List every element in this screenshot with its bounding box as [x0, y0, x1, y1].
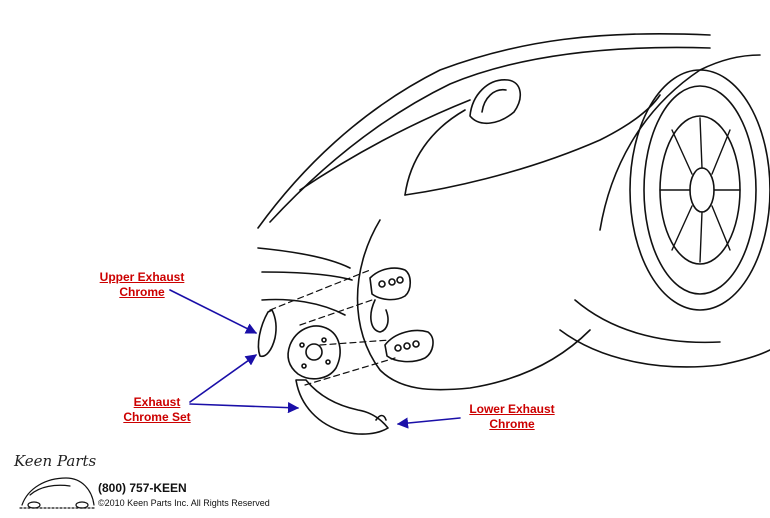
body-roof-line — [257, 32, 711, 229]
flange-hole — [321, 337, 327, 343]
lower-bracket — [384, 329, 434, 363]
body-roof-line-inner — [269, 46, 711, 223]
upper-bracket — [369, 267, 412, 301]
label-exhaust-chrome-set: Exhaust Chrome Set — [112, 395, 202, 425]
wheel-hub — [689, 167, 715, 213]
wheel-spokes — [659, 117, 741, 263]
bracket-bolt — [378, 280, 386, 288]
label-line: Chrome — [119, 285, 165, 299]
wheel-arch-lower — [559, 329, 770, 368]
lower-exhaust-tip — [375, 414, 387, 421]
flange-hole — [301, 363, 307, 369]
tire-outer — [629, 69, 770, 311]
label-line: Chrome Set — [123, 410, 191, 424]
quarter-panel-line — [404, 94, 661, 196]
flange-hole — [325, 359, 331, 365]
copyright-notice: ©2010 Keen Parts Inc. All Rights Reserve… — [98, 498, 270, 508]
label-line: Exhaust — [133, 395, 181, 409]
callout-arrows — [169, 289, 461, 429]
exhaust-flange-part — [287, 325, 341, 380]
keen-parts-logo-car — [19, 477, 97, 509]
lower-exhaust-chrome-part — [295, 379, 389, 435]
bracket-bolt — [396, 276, 404, 284]
wheel-arch-inner — [574, 299, 721, 344]
lower-body-line — [257, 247, 351, 269]
fender-crease — [299, 99, 471, 191]
side-vent-inner — [481, 88, 507, 113]
keen-parts-logo-text: Keen Parts — [14, 452, 97, 470]
flange-center — [305, 343, 323, 361]
label-line: Upper Exhaust — [99, 270, 185, 284]
label-upper-exhaust-chrome: Upper Exhaust Chrome — [92, 270, 192, 300]
side-vent — [469, 79, 521, 124]
bracket-bolt — [403, 342, 411, 350]
upper-exhaust-chrome-part — [257, 309, 277, 358]
label-lower-exhaust-chrome: Lower Exhaust Chrome — [462, 402, 562, 432]
tire-inner — [643, 85, 757, 295]
phone-number: (800) 757-KEEN — [98, 481, 187, 495]
label-line: Chrome — [489, 417, 535, 431]
bracket-bolt — [394, 344, 402, 352]
rear-panel-curve — [404, 109, 466, 196]
rear-bulge — [356, 219, 591, 391]
alignment-lines — [269, 269, 396, 386]
bracket-bolt — [412, 340, 420, 348]
hanger-strap — [370, 299, 389, 333]
lower-body-line-3 — [261, 298, 346, 316]
flange-hole — [299, 342, 305, 348]
wheel-arch — [599, 54, 761, 231]
bracket-bolt — [388, 278, 396, 286]
label-line: Lower Exhaust — [469, 402, 555, 416]
lower-body-line-2 — [261, 271, 353, 281]
